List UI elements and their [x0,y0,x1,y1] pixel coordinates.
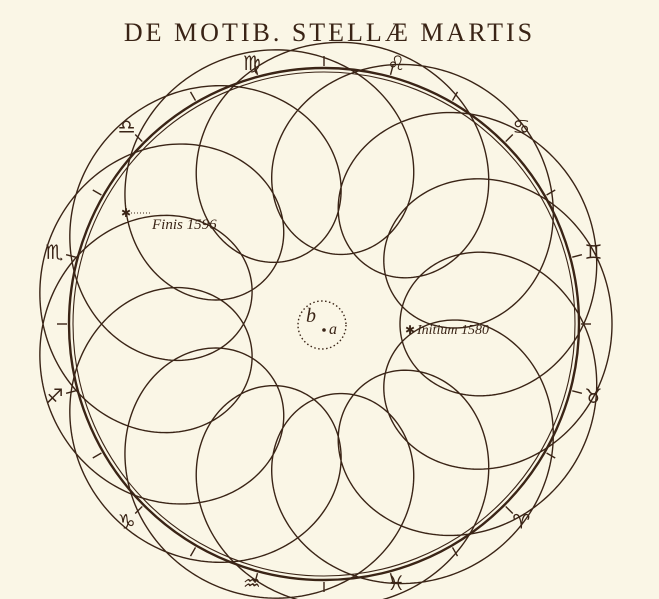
scorpio-sign-icon: ♏ [46,240,64,264]
rim-tick [572,390,583,395]
gemini-sign-icon: ♊ [585,240,603,264]
rim-tick [134,134,143,143]
leo-sign-icon: ♌ [387,51,405,75]
initium-star-icon: ✱ [405,323,415,337]
rim-tick [189,91,197,101]
sagittarius-sign-icon: ♐ [46,384,64,408]
earth-center: b a [297,300,347,350]
center-label-a: a [329,321,337,338]
rim-tick [92,452,102,459]
rim-tick [254,64,259,75]
aquarius-sign-icon: ♒ [243,571,261,595]
rim-tick [451,91,459,101]
aries-sign-icon: ♈ [512,509,530,533]
center-label-b: b [306,305,316,327]
inner-rim-circle [72,71,576,577]
rim-tick [451,547,459,557]
rim-tick [389,64,394,75]
center-dotted-circle [297,300,347,350]
rim-tick [92,189,102,196]
orbit-path [39,41,613,599]
center-point [322,328,326,332]
outer-frame [67,66,581,582]
initium-label: Initium 1580 [416,323,489,338]
rim-tick [254,573,259,584]
finis-star-icon: ✱ [121,206,131,220]
rim-tick [546,452,556,459]
rim-tick [134,505,143,514]
outer-circle [67,66,581,582]
virgo-sign-icon: ♍ [243,51,261,75]
rim-tick [546,189,556,196]
date-markers: ✱ Finis 1596 ✱ Initium 1580 [121,206,489,338]
page-title: DE MOTIB. STELLÆ MARTIS [123,18,536,47]
pisces-sign-icon: ♓ [387,571,405,595]
capricorn-sign-icon: ♑ [118,509,136,533]
zodiac-signs: ♌ ♋ ♊ ♉ ♈ ♓ ♒ ♑ ♐ ♏ ♎ ♍ [46,51,603,595]
rim-tick [505,505,514,514]
mars-path [39,41,613,599]
rim-tick [572,253,583,258]
rim-tick [505,134,514,143]
cancer-sign-icon: ♋ [512,115,530,139]
libra-sign-icon: ♎ [118,115,136,139]
rim-tick [389,573,394,584]
finis-label: Finis 1596 [151,217,217,233]
rim-tick [189,547,197,557]
taurus-sign-icon: ♉ [585,384,603,408]
